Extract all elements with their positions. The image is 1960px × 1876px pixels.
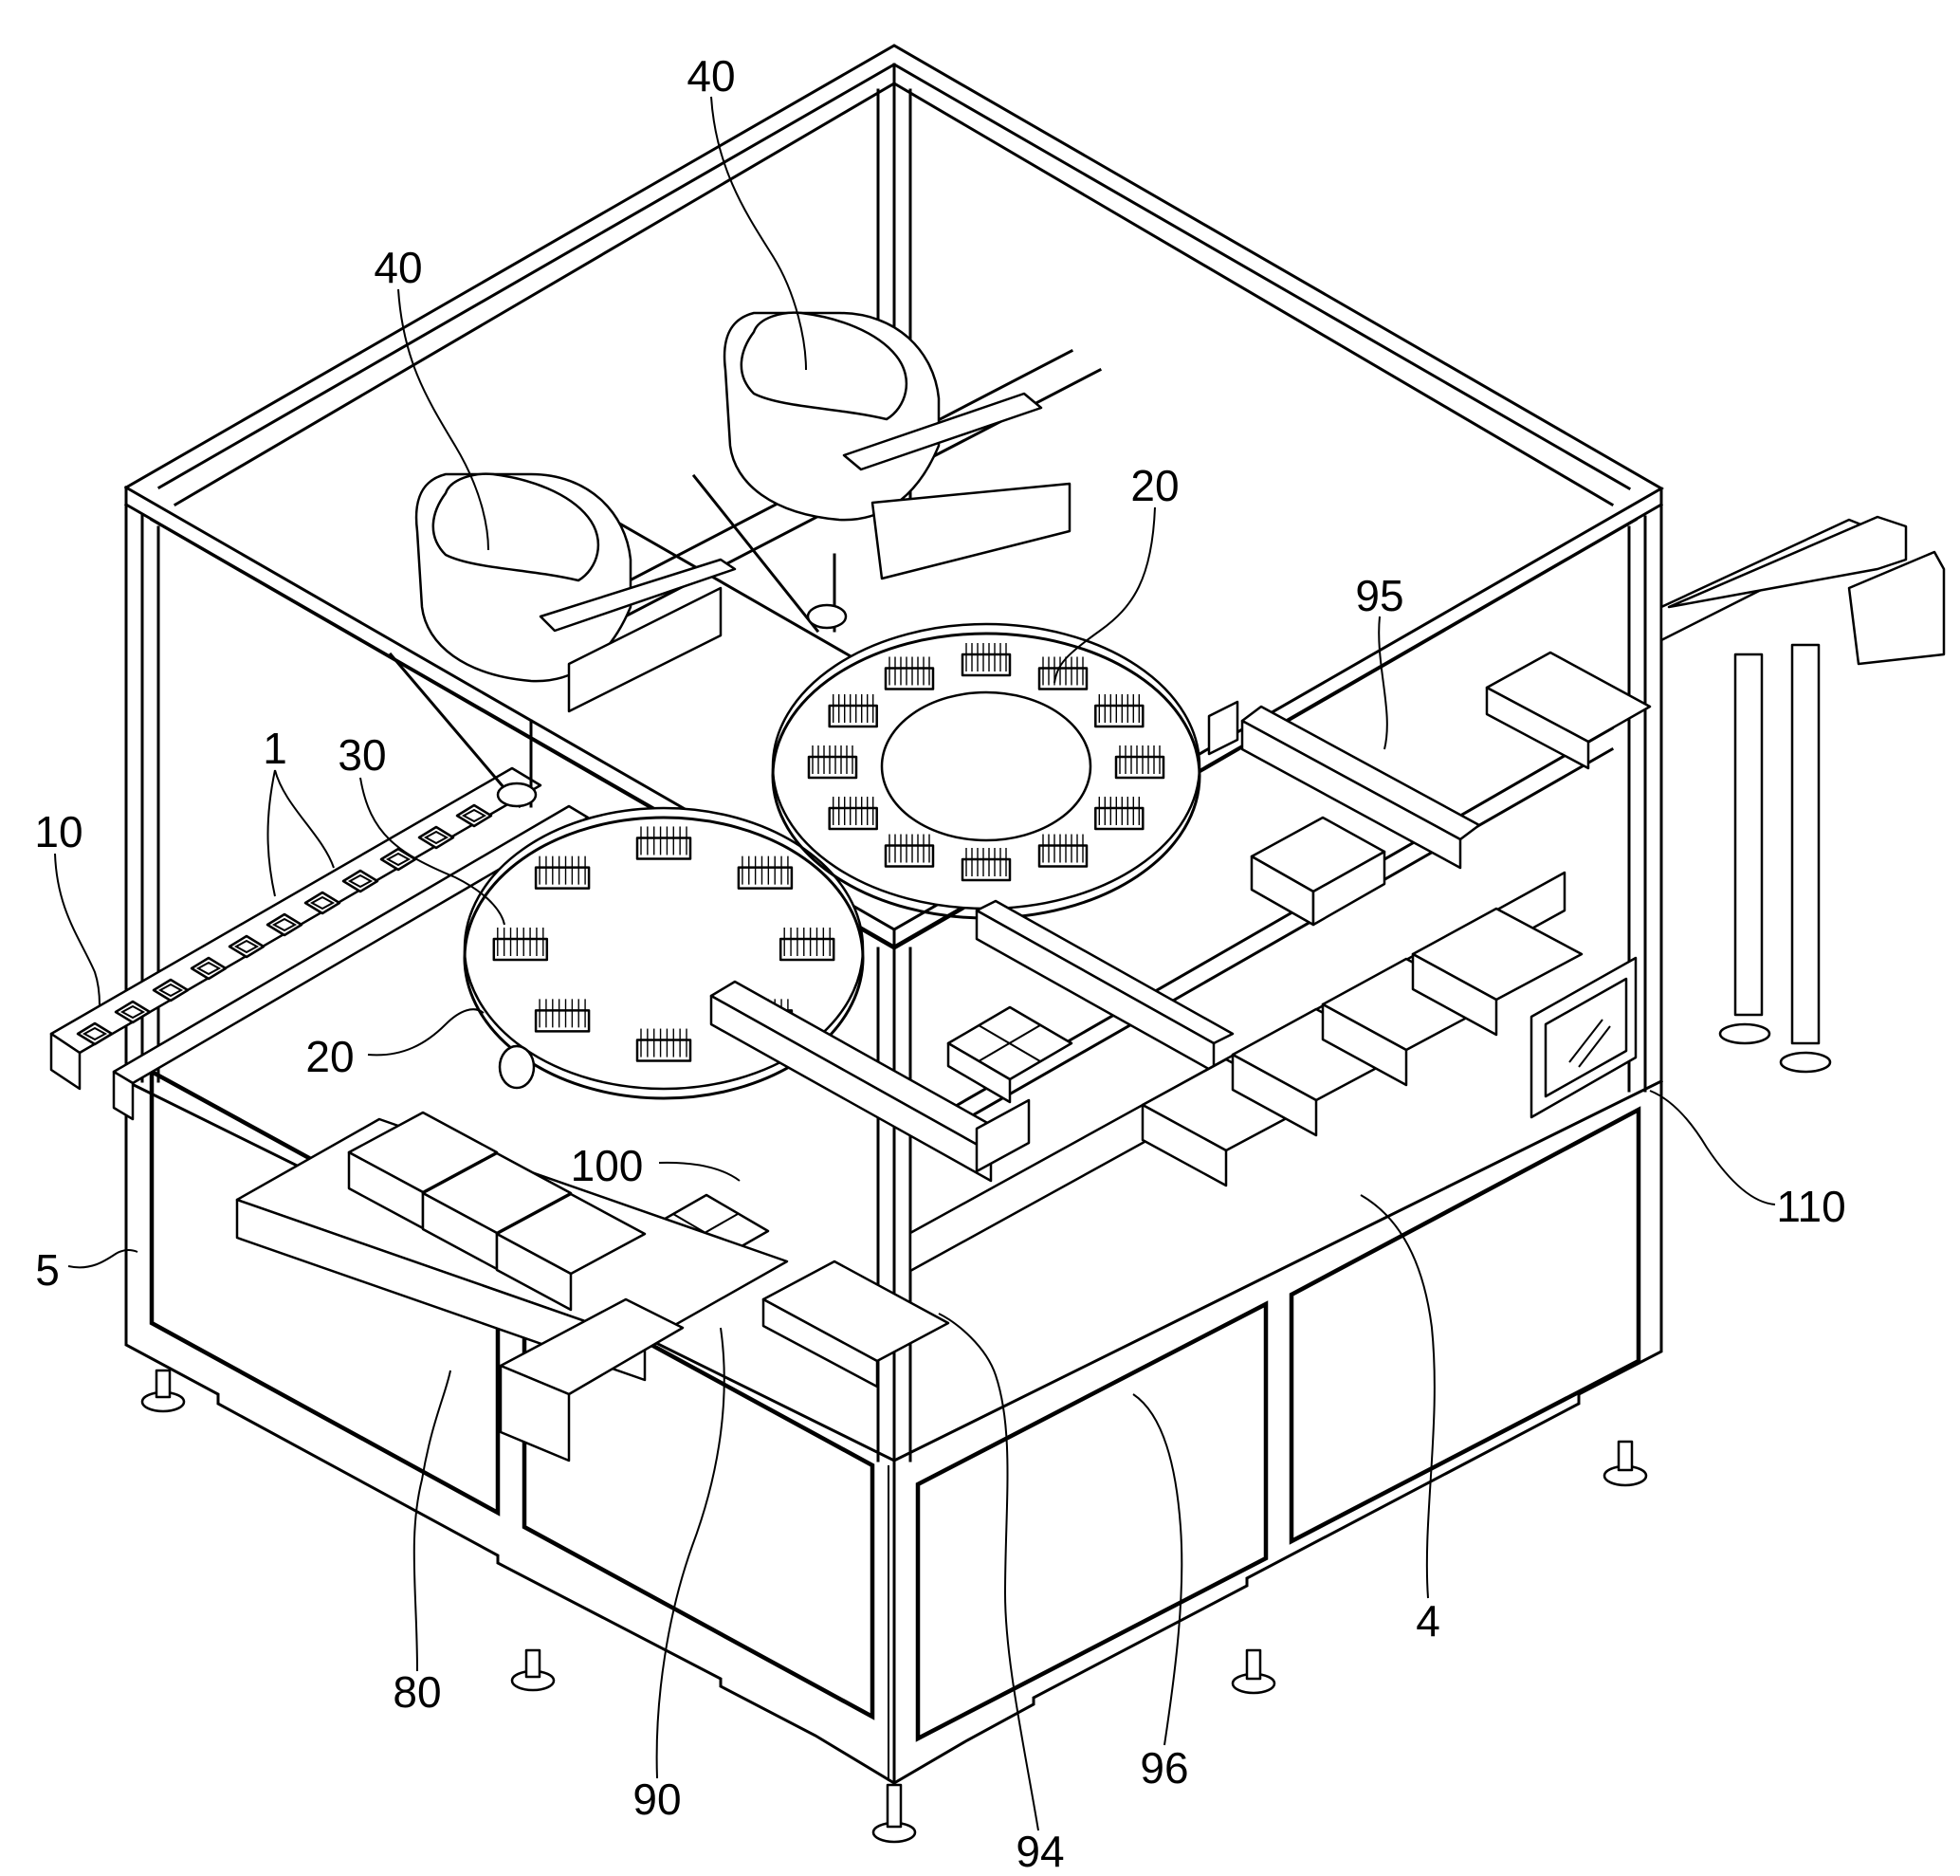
product-tray: [266, 912, 303, 937]
product-holder: [1037, 834, 1089, 868]
product-tray: [303, 891, 341, 915]
product: [461, 808, 487, 823]
product-holder: [828, 797, 878, 831]
product-tray: [417, 825, 455, 850]
product-holder: [884, 656, 935, 690]
product: [347, 874, 374, 889]
label-94: 94: [1016, 1827, 1064, 1876]
product-holder: [492, 928, 549, 962]
product-holder: [961, 643, 1012, 677]
leader-90: [655, 1327, 725, 1779]
product-holder: [635, 826, 692, 860]
product: [119, 1004, 146, 1020]
leader-20-upper: [1053, 506, 1156, 684]
label-20-upper: 20: [1130, 461, 1179, 510]
delta-robot-left: [388, 472, 737, 809]
leader-80: [412, 1370, 451, 1672]
control-panel: [1530, 956, 1638, 1119]
product-holder: [779, 928, 835, 962]
product-holder: [828, 694, 878, 728]
outfeed-conveyor-external: [1659, 515, 1946, 1074]
product: [82, 1026, 108, 1041]
discharge-conveyor: [761, 871, 1584, 1389]
leader-5: [67, 1249, 138, 1269]
package-box-side: [1411, 952, 1498, 1037]
label-40-left: 40: [374, 243, 422, 292]
leader-20-lower: [367, 1008, 485, 1057]
leveling-feet: [140, 1369, 1648, 1844]
product-tray: [114, 1000, 152, 1024]
product: [195, 961, 222, 976]
product-tray: [152, 978, 190, 1002]
product-holder: [1094, 694, 1145, 728]
product: [309, 895, 336, 910]
leader-40-left: [397, 288, 489, 551]
package-box-side: [1231, 1053, 1318, 1137]
product-holder: [1037, 656, 1089, 690]
product-holder: [807, 745, 858, 780]
box-supply-conveyor: [235, 1111, 789, 1462]
leader-30: [359, 777, 505, 926]
label-10: 10: [34, 807, 82, 856]
leader-10: [54, 853, 101, 1006]
delta-robot-right: [691, 311, 1072, 634]
leader-94: [938, 1313, 1039, 1831]
product-holder: [737, 855, 794, 890]
label-96: 96: [1140, 1743, 1188, 1793]
box-side: [495, 1232, 573, 1312]
product-trays: [76, 803, 493, 1046]
product: [233, 939, 260, 954]
product: [385, 852, 412, 867]
label-40-right: 40: [687, 51, 735, 101]
product-holder: [884, 834, 935, 868]
label-80: 80: [393, 1667, 441, 1717]
product-holder: [534, 855, 591, 890]
product-tray: [190, 956, 228, 981]
label-5: 5: [35, 1245, 60, 1295]
leader-96: [1132, 1393, 1183, 1746]
infeed-conveyor: [49, 766, 590, 1121]
product-holder: [1094, 797, 1145, 831]
leader-110: [1649, 1090, 1776, 1205]
leader-1-a: [266, 769, 276, 897]
package-box-side: [1321, 1002, 1408, 1087]
label-100: 100: [571, 1141, 644, 1190]
product-holder: [961, 848, 1012, 882]
package-box-side: [1141, 1103, 1228, 1187]
product: [271, 917, 298, 932]
product-holder: [534, 999, 591, 1033]
product-tray: [455, 803, 493, 828]
leader-4: [1360, 1194, 1436, 1599]
label-4: 4: [1416, 1596, 1440, 1646]
label-110: 110: [1776, 1182, 1845, 1231]
leader-lines: [54, 96, 1776, 1831]
label-95: 95: [1355, 571, 1403, 620]
product-tray: [76, 1021, 114, 1046]
reference-labels: 40 40 20 95 10 1 30 20 100 5 110 4 80 90…: [34, 51, 1845, 1876]
product-holder: [635, 1028, 692, 1062]
label-90: 90: [632, 1775, 681, 1824]
product-holder: [1114, 745, 1165, 780]
product: [423, 830, 449, 845]
turntable-upper: [771, 622, 1201, 920]
label-1: 1: [263, 724, 287, 773]
product-tray: [341, 869, 379, 893]
leader-40-right: [710, 96, 807, 371]
leader-95: [1378, 616, 1388, 750]
leader-100: [658, 1161, 741, 1182]
product-tray: [228, 934, 266, 959]
leader-1-b: [274, 769, 335, 869]
product: [157, 983, 184, 998]
label-30: 30: [338, 730, 386, 780]
label-20-lower: 20: [305, 1032, 354, 1081]
